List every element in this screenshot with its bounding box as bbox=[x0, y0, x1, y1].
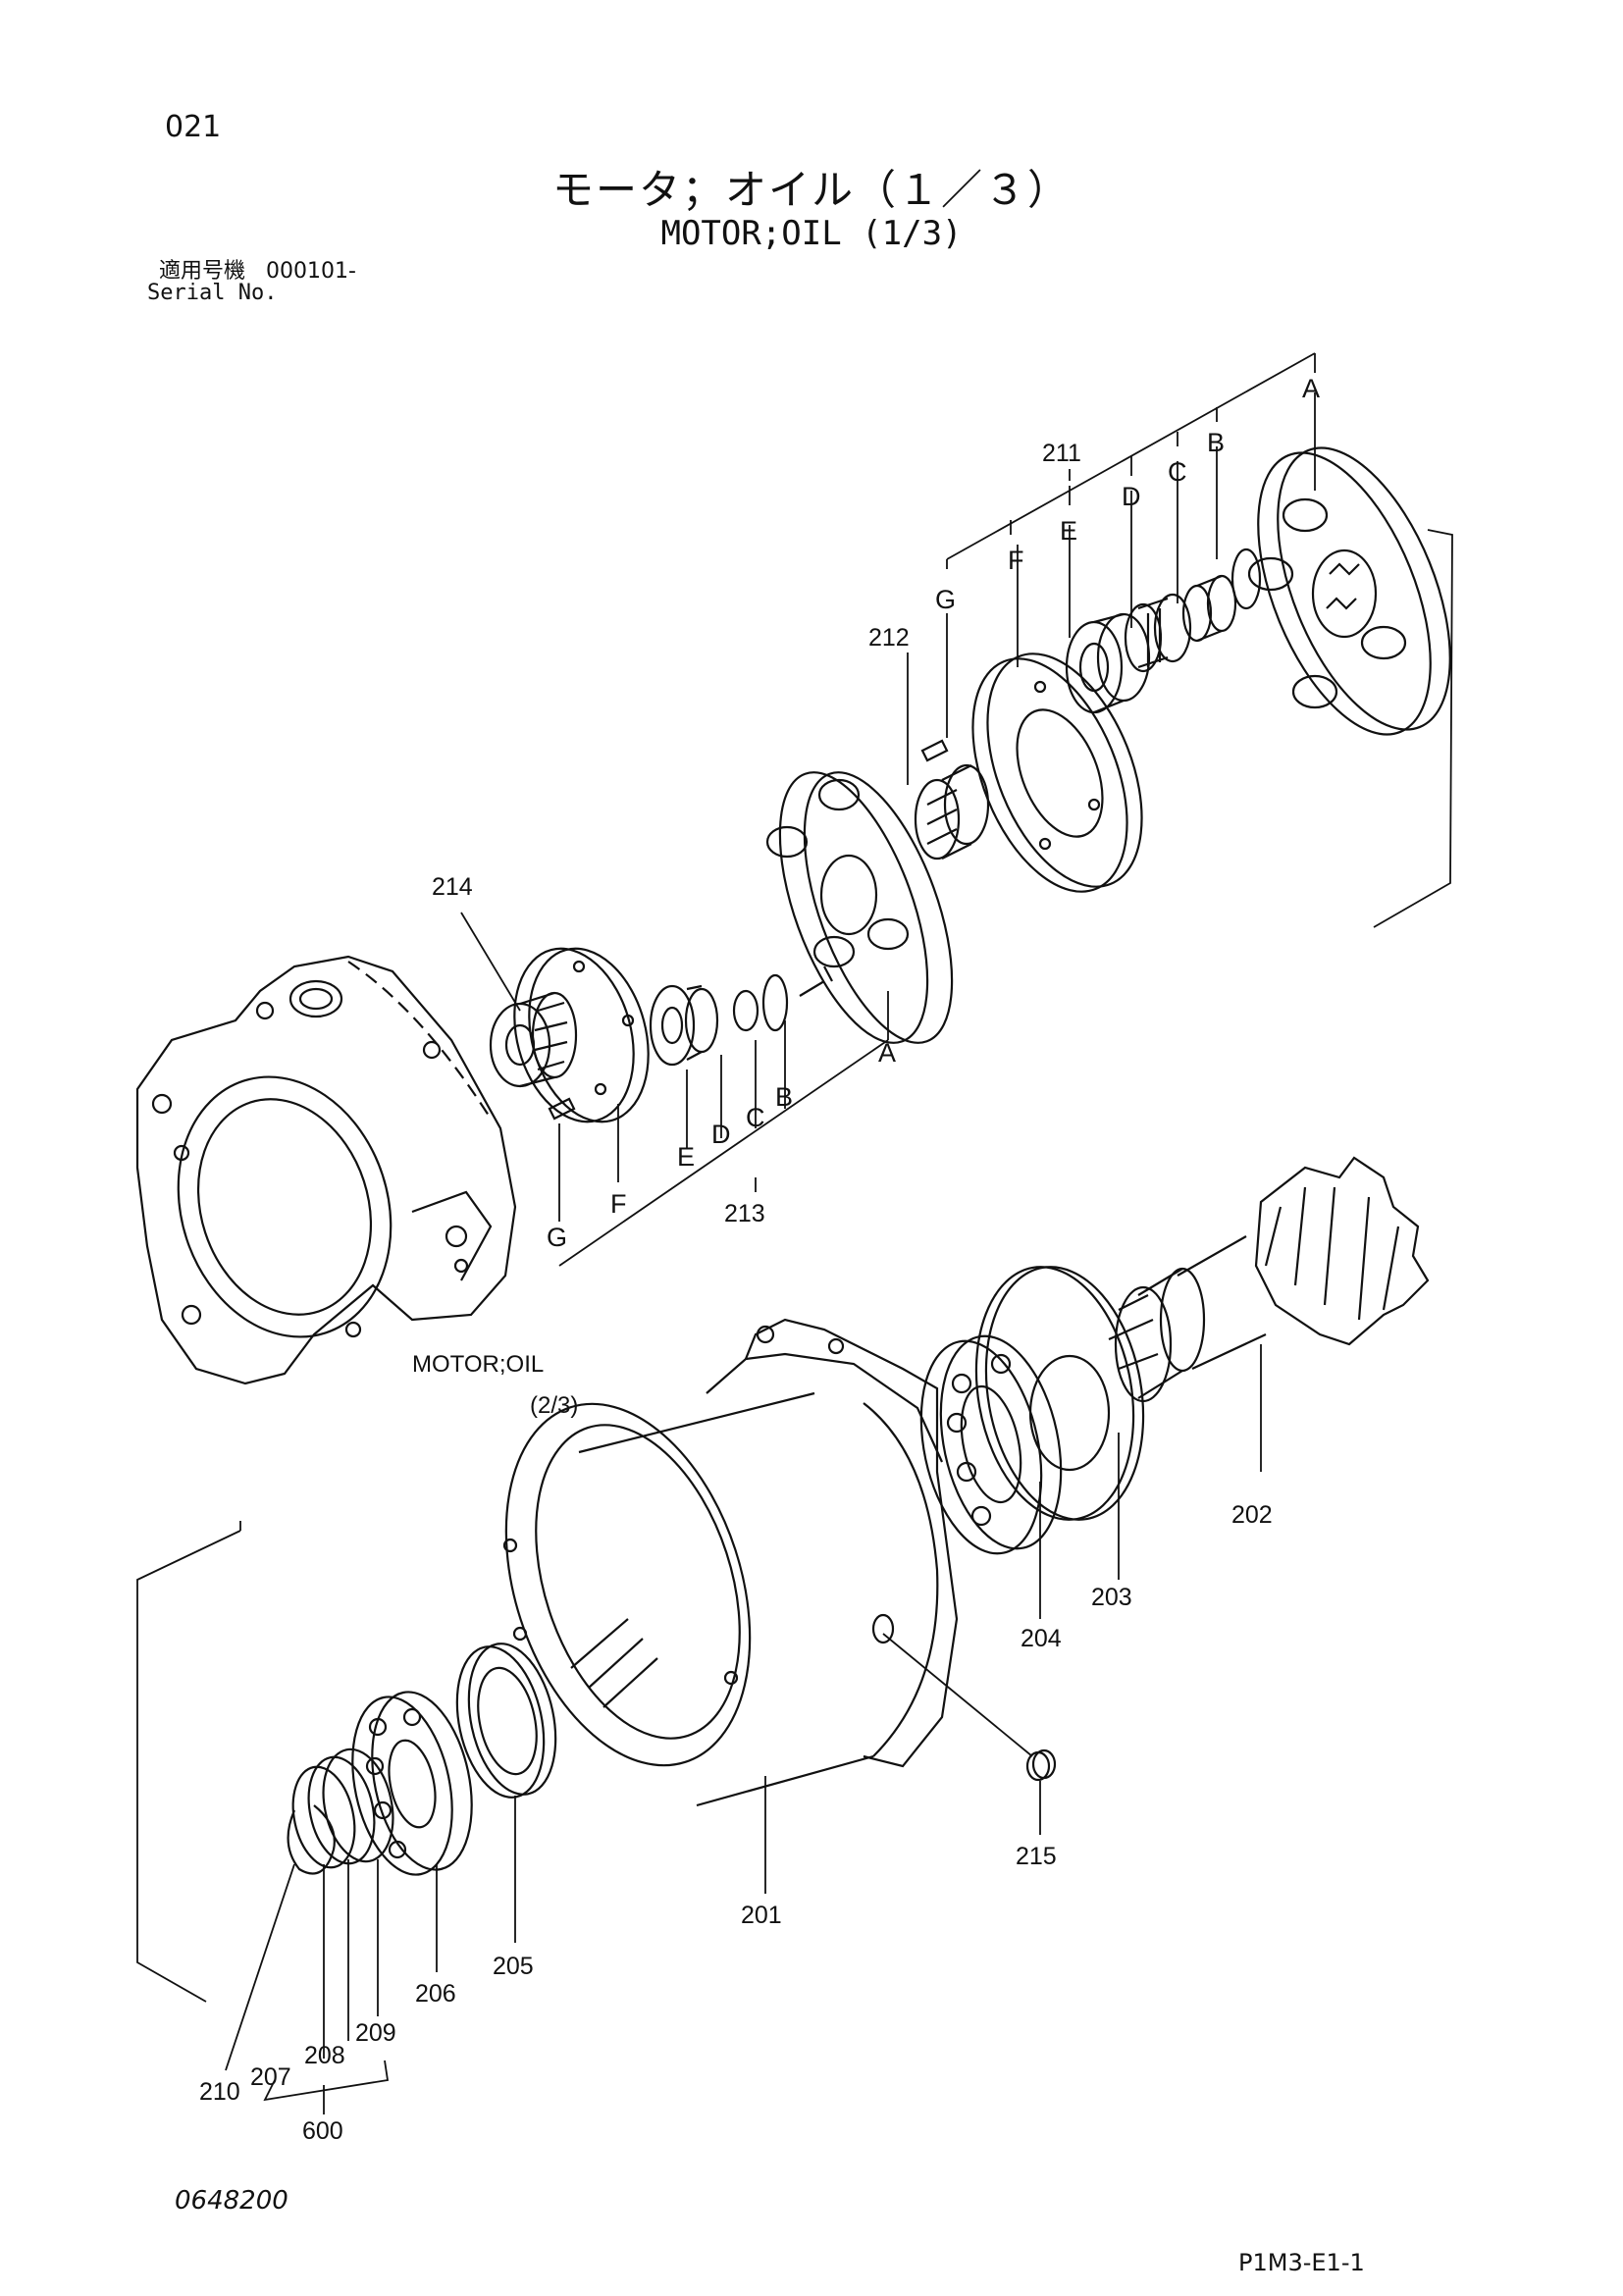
letter-f-upper: F bbox=[1008, 546, 1024, 575]
callout-206: 206 bbox=[415, 1980, 456, 2008]
ring-208 bbox=[307, 1755, 376, 1865]
letter-g-lower: G bbox=[547, 1223, 567, 1252]
cross-ref-line1: MOTOR;OIL bbox=[412, 1351, 544, 1378]
callout-208: 208 bbox=[304, 2042, 345, 2069]
callout-202: 202 bbox=[1231, 1501, 1273, 1529]
letter-e-upper: E bbox=[1060, 516, 1077, 546]
title-japanese: モータ；オイル（１／３） bbox=[551, 166, 1071, 214]
bearing-e-lower-drawing bbox=[649, 984, 719, 1067]
page-number: 021 bbox=[165, 110, 222, 144]
plate-f-lower-drawing bbox=[513, 947, 650, 1123]
callout-209: 209 bbox=[355, 2019, 396, 2047]
gear-212-drawing bbox=[914, 763, 990, 861]
callout-201: 201 bbox=[741, 1902, 782, 1929]
letter-e-lower: E bbox=[677, 1142, 695, 1172]
washer-b-lower bbox=[761, 973, 789, 1032]
gear-214-drawing bbox=[489, 991, 578, 1088]
letter-b-lower: B bbox=[775, 1082, 793, 1112]
bearing-e-upper-drawing bbox=[1065, 612, 1151, 714]
bushing-c-upper-drawing bbox=[1181, 574, 1237, 643]
letter-b-upper: B bbox=[1207, 428, 1225, 457]
ring-209 bbox=[322, 1748, 394, 1863]
serial-label-jp-text: 適用号機 bbox=[159, 259, 246, 284]
callout-212: 212 bbox=[868, 624, 910, 652]
cross-ref-line2: (2/3) bbox=[530, 1392, 578, 1419]
letter-d-upper: D bbox=[1122, 482, 1141, 511]
letter-g-upper: G bbox=[935, 585, 956, 614]
ring-207 bbox=[291, 1765, 356, 1869]
bushing-c-lower bbox=[732, 989, 759, 1032]
plug-215-drawing bbox=[1025, 1748, 1057, 1782]
callout-204: 204 bbox=[1021, 1625, 1062, 1652]
shaft-202-drawing bbox=[1108, 1156, 1430, 1403]
serial-label-en: Serial No. bbox=[147, 281, 278, 305]
casing-201-drawing bbox=[502, 1318, 959, 1807]
callout-215: 215 bbox=[1016, 1843, 1057, 1870]
letter-f-lower: F bbox=[610, 1189, 627, 1219]
letter-d-lower: D bbox=[711, 1120, 731, 1149]
needle-d-upper-drawing bbox=[1124, 593, 1192, 673]
letter-c-lower: C bbox=[746, 1103, 765, 1132]
callout-205: 205 bbox=[493, 1953, 534, 1980]
callout-600: 600 bbox=[302, 2117, 343, 2145]
callout-211: 211 bbox=[1042, 440, 1081, 467]
bearing-204-drawing bbox=[919, 1334, 1063, 1555]
carrier-center-drawing bbox=[765, 771, 954, 1044]
serial-value: 000101- bbox=[266, 259, 356, 284]
carrier-a-upper-drawing bbox=[1247, 446, 1451, 736]
motor-housing-drawing bbox=[135, 955, 517, 1385]
screw-g-lower bbox=[548, 1097, 576, 1121]
callout-214: 214 bbox=[432, 873, 473, 901]
serial-label-jp: 適用号機 000101- bbox=[159, 253, 356, 285]
seal-205-drawing bbox=[455, 1643, 557, 1799]
letter-c-upper: C bbox=[1168, 457, 1187, 487]
document-code: 0648200 bbox=[175, 2186, 288, 2216]
callout-210: 210 bbox=[199, 2078, 240, 2106]
callout-207: 207 bbox=[250, 2063, 291, 2091]
bearing-206-drawing bbox=[351, 1691, 473, 1876]
plate-f-upper-drawing bbox=[971, 652, 1143, 893]
letter-a-lower: A bbox=[878, 1038, 896, 1068]
letter-a-upper: A bbox=[1302, 374, 1320, 403]
title-english: MOTOR;OIL (1/3) bbox=[660, 214, 963, 253]
callout-203: 203 bbox=[1091, 1584, 1132, 1611]
figure-code: P1M3-E1-1 bbox=[1238, 2249, 1365, 2276]
snap-ring-210 bbox=[287, 1804, 336, 1875]
callout-213: 213 bbox=[724, 1200, 765, 1227]
washer-b-upper bbox=[1230, 548, 1262, 610]
screw-g-upper bbox=[920, 739, 949, 762]
